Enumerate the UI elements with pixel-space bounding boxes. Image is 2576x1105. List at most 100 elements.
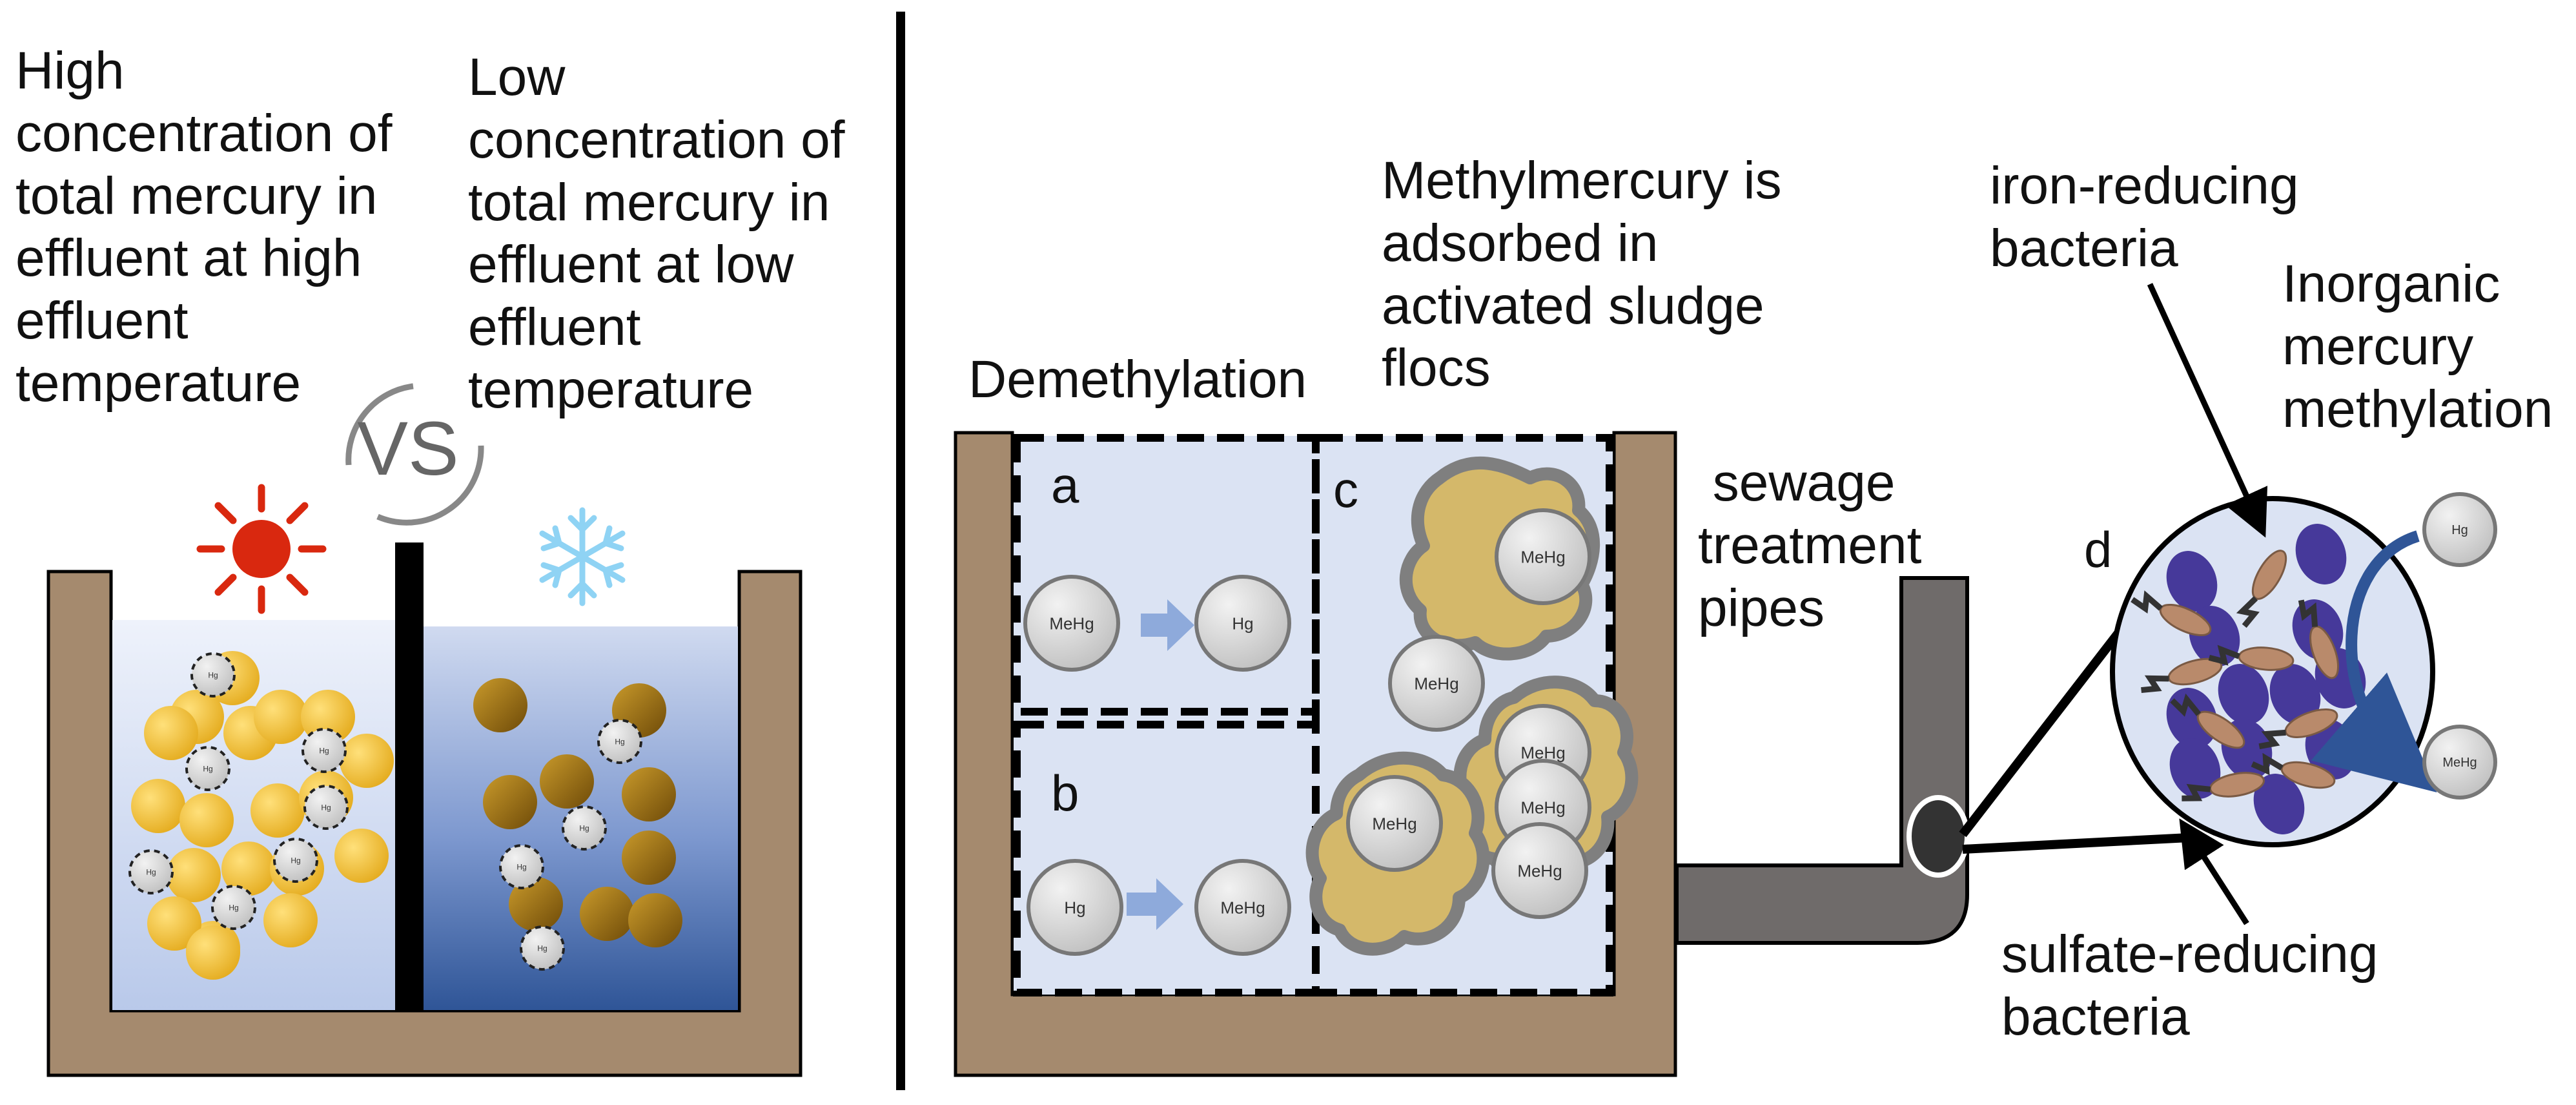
gold-particle [147, 896, 201, 951]
hg-particle-hot: Hg [211, 885, 256, 930]
purple-cell [2166, 688, 2218, 749]
hg-particle-hot: Hg [128, 849, 174, 894]
bronze-particle [483, 775, 537, 829]
hg-particle-cold-text: Hg [579, 823, 589, 832]
methylation-mehg-text: MeHg [2442, 756, 2477, 770]
bronze-particle [622, 831, 676, 885]
methylation-hg: Hg [2422, 492, 2497, 567]
panel-b-mehg-text: MeHg [1220, 898, 1265, 917]
bronze-particle [473, 678, 527, 732]
purple-cell [2269, 664, 2321, 725]
methylation-mehg: MeHg [2422, 725, 2497, 800]
gold-particle [179, 793, 234, 847]
gold-particle [131, 779, 185, 833]
gold-particle [186, 925, 240, 980]
panel-b-arrow-shaft [1127, 893, 1158, 916]
vs-symbol: VS [345, 383, 484, 526]
panel-a-arrow-shaft [1141, 614, 1169, 637]
purple-cell [2218, 664, 2269, 725]
sewage-pipe [1675, 576, 1970, 945]
gold-particle [301, 690, 355, 744]
hg-particle-hot: Hg [190, 652, 236, 697]
hg-particle-hot: Hg [303, 785, 349, 830]
low-temperature-label: Low concentration of total mercury in ef… [468, 48, 845, 419]
rod-bacterium [2298, 599, 2339, 679]
panel-a-mehg-text: MeHg [1049, 614, 1094, 633]
floc-mehg-1: MeHg [1495, 508, 1591, 605]
rod-bacterium [2208, 645, 2295, 671]
panel-b-hg: Hg [1027, 859, 1123, 956]
pipes-label: sewage treatment pipes [1698, 453, 1922, 637]
hg-particle-hot: Hg [185, 746, 230, 791]
hg-particle-cold: Hg [562, 805, 607, 851]
bronze-particle [509, 877, 563, 931]
hg-particle-hot-text: Hg [203, 764, 212, 773]
zoom-line-top [1959, 626, 2125, 838]
hg-particle-cold: Hg [499, 844, 544, 889]
hg-particle-hot-text: Hg [208, 670, 218, 679]
rod-bacterium [2131, 590, 2212, 637]
panel-a-mehg: MeHg [1023, 575, 1120, 672]
hg-particle-hot: Hg [273, 838, 318, 883]
floc-mehg-6: MeHg [1491, 822, 1588, 919]
hg-particle-cold: Hg [520, 925, 565, 971]
hg-particle-hot-text: Hg [321, 803, 331, 812]
sulfate-bacteria-pointer [2179, 818, 2249, 925]
gold-particle [250, 783, 305, 838]
panel-b-label: b [1051, 765, 1079, 821]
hg-particle-hot: Hg [302, 728, 347, 773]
vs-text: VS [357, 406, 458, 491]
rod-bacterium [2141, 657, 2223, 694]
rod-bacterium [2170, 693, 2245, 749]
iron-bacteria-pointer [2147, 283, 2268, 538]
gold-particle [340, 734, 394, 788]
left-tank-wall [46, 570, 802, 1077]
purple-cell [2166, 551, 2218, 612]
tank-partition [395, 542, 424, 1011]
floc-mehg-5-text: MeHg [1372, 814, 1416, 833]
pipe-sample-point [1906, 795, 1970, 878]
panel-a-arrow-head [1167, 599, 1194, 651]
hg-particle-hot-text: Hg [319, 746, 329, 755]
methylation-label: Inorganic mercury methylation [2282, 254, 2553, 439]
panel-d-label: d [2084, 521, 2112, 578]
gold-particle [144, 706, 198, 760]
iron-reducing-label: iron-reducing bacteria [1990, 156, 2299, 278]
gold-particle [263, 893, 318, 947]
right-tank-wall [954, 431, 1677, 1077]
floc-mehg-2-text: MeHg [1414, 674, 1458, 693]
bronze-particle [622, 767, 676, 821]
gold-particle [167, 848, 221, 902]
sulfate-reducing-label: sulfate-reducing bacteria [2001, 925, 2378, 1046]
hg-particle-hot-text: Hg [229, 903, 238, 912]
gold-particle [221, 842, 276, 896]
panel-divider [896, 12, 905, 1090]
panel-a-box [1013, 434, 1320, 716]
panel-a-label: a [1051, 457, 1079, 513]
methylation-hg-text: Hg [2451, 523, 2468, 537]
high-temperature-label: High concentration of total mercury in e… [15, 41, 393, 413]
hg-particle-cold-text: Hg [516, 862, 526, 871]
panel-b-mehg: MeHg [1194, 859, 1291, 956]
floc-mehg-2: MeHg [1388, 635, 1485, 732]
snowflake-icon [539, 507, 626, 606]
bronze-particle [540, 754, 594, 809]
panel-b-arrow-head [1156, 878, 1183, 930]
zoom-line-bottom [1962, 832, 2202, 854]
bronze-particle [628, 893, 682, 947]
floc-mehg-4-text: MeHg [1520, 798, 1565, 817]
gold-particle [334, 829, 389, 883]
hg-particle-hot-text: Hg [291, 856, 300, 865]
floc-mehg-5: MeHg [1346, 775, 1443, 872]
purple-cell [2295, 524, 2347, 584]
purple-cell [2169, 738, 2221, 799]
demethylation-label: Demethylation [968, 350, 1307, 409]
panel-b-hg-text: Hg [1064, 898, 1085, 917]
floc-mehg-1-text: MeHg [1520, 547, 1565, 566]
panel-c-label: c [1333, 461, 1358, 518]
sun-icon [196, 484, 327, 614]
bronze-particle [580, 887, 634, 941]
